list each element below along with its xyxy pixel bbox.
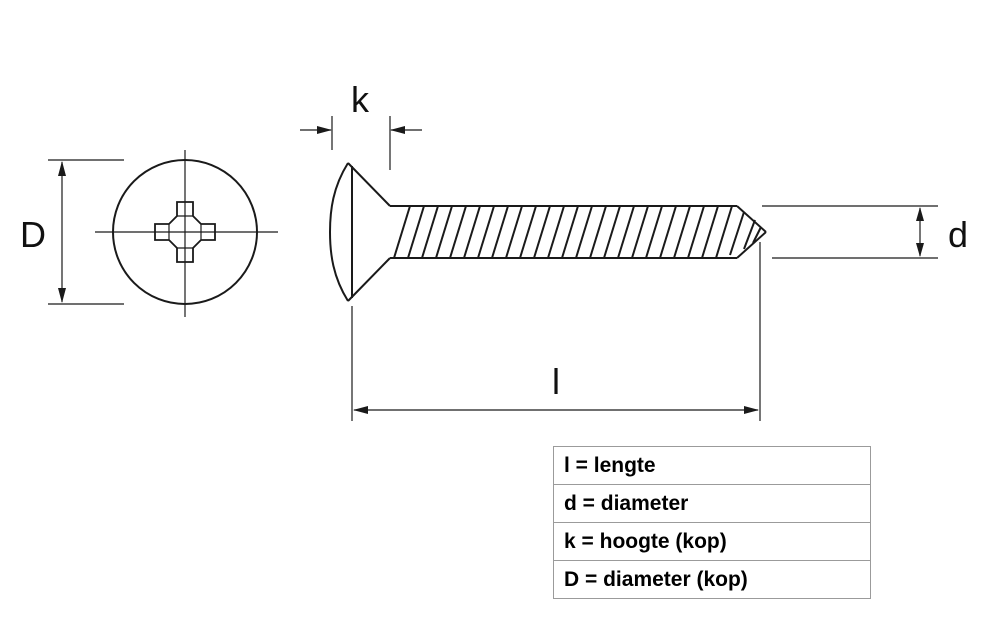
label-head-height: k (351, 79, 370, 120)
label-head-diameter: D (20, 214, 46, 255)
legend-text-diameter-kop: D = diameter (kop) (564, 568, 748, 591)
head-front-view (95, 150, 278, 317)
legend-text-diameter: d = diameter (564, 492, 689, 515)
thread-hatching (393, 205, 762, 259)
dimension-l (351, 242, 761, 421)
head-cone-bottom (347, 257, 391, 302)
label-length: l (552, 361, 560, 402)
arrowhead-left-icon (390, 126, 405, 134)
legend-text-lengte: l = lengte (564, 454, 656, 477)
head-cone-top (347, 162, 391, 207)
dimension-d (762, 205, 938, 259)
arrowhead-up-icon (58, 161, 66, 176)
head-outline-circle (112, 159, 258, 305)
tip-bottom-edge (736, 231, 767, 259)
screw-side-view (328, 162, 767, 302)
legend-table: l = lengte d = diameter k = hoogte (kop)… (553, 446, 871, 599)
arrowhead-right-icon (317, 126, 332, 134)
legend-row-lengte: l = lengte (554, 447, 870, 484)
arrowhead-left-icon (353, 406, 368, 414)
dimension-D (48, 159, 124, 305)
arrowhead-up-icon (916, 207, 924, 221)
legend-row-hoogte-kop: k = hoogte (kop) (554, 522, 870, 560)
arrowhead-down-icon (58, 288, 66, 303)
label-thread-diameter: d (948, 214, 968, 255)
legend-row-diameter-kop: D = diameter (kop) (554, 560, 870, 598)
phillips-recess-inner (168, 215, 202, 249)
legend-text-hoogte-kop: k = hoogte (kop) (564, 530, 727, 553)
arrowhead-right-icon (744, 406, 759, 414)
arrowhead-down-icon (916, 243, 924, 257)
head-dome-profile (328, 162, 349, 302)
phillips-recess-icon (154, 201, 216, 263)
legend-row-diameter: d = diameter (554, 484, 870, 522)
dimension-k (300, 116, 422, 170)
